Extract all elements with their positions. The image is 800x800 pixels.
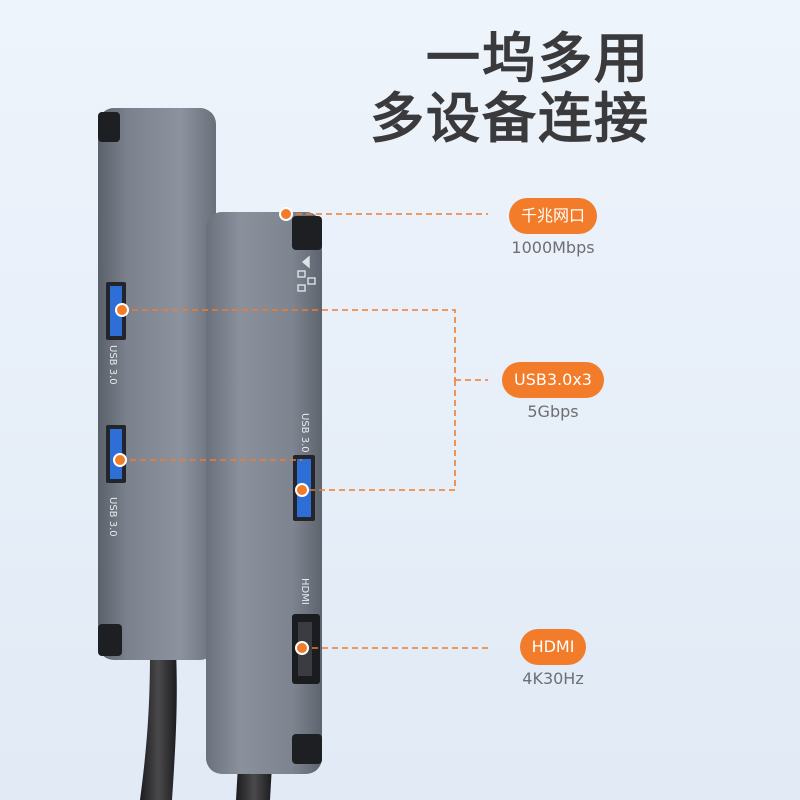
hub-front xyxy=(206,212,322,774)
callout-hdmi: HDMI 4K30Hz xyxy=(488,629,618,688)
headline-line-2: 多设备连接 xyxy=(370,87,650,150)
cable-back xyxy=(140,650,177,800)
headline-line-1: 一坞多用 xyxy=(426,27,650,90)
callout-hdmi-label: HDMI xyxy=(519,629,587,665)
callout-lan-spec: 1000Mbps xyxy=(511,238,595,257)
callout-usb-spec: 5Gbps xyxy=(527,402,579,421)
callout-hdmi-spec: 4K30Hz xyxy=(522,669,584,688)
leader-dots xyxy=(113,207,309,655)
usb-port-label-1: USB 3.0 xyxy=(107,345,118,385)
callout-usb-label: USB3.0x3 xyxy=(502,362,604,398)
hdmi-port-label: HDMI xyxy=(299,578,310,605)
usb-port-label-3: USB 3.0 xyxy=(299,413,310,453)
hub-back xyxy=(98,108,216,660)
usb-port-label-2: USB 3.0 xyxy=(107,497,118,537)
callout-lan: 千兆网口 1000Mbps xyxy=(488,198,618,257)
lan-port-icon xyxy=(297,255,316,292)
lan-port xyxy=(292,216,322,250)
callout-lan-label: 千兆网口 xyxy=(508,198,597,234)
callout-usb: USB3.0x3 5Gbps xyxy=(488,362,618,421)
leader-lines xyxy=(120,213,488,649)
